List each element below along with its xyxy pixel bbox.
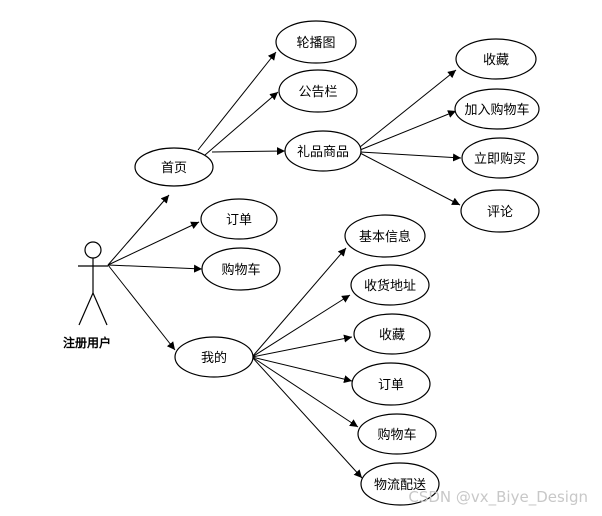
usecase-carousel: 轮播图 [275,20,357,64]
usecase-gift-goods: 礼品商品 [284,130,362,172]
usecase-basic-info-label: 基本信息 [359,229,411,245]
edge-gift-buynow [359,151,462,162]
edge-home-gift [211,147,286,156]
edge-gift-addcart [359,110,457,151]
actor-label: 注册用户 [63,335,111,350]
edge-actor-home [107,194,170,266]
usecase-bulletin: 公告栏 [278,69,358,113]
usecase-comment: 评论 [460,189,540,233]
edge-mine-address [251,294,351,358]
usecase-orders-mine-label: 订单 [378,378,404,393]
usecase-basic-info: 基本信息 [344,214,426,258]
edge-actor-mine [107,264,176,351]
edge-mine-logistics [251,356,363,479]
usecase-fav-mine-label: 收藏 [379,328,405,343]
usecase-logistics: 物流配送 [360,462,440,506]
edge-home-bulletin [204,91,279,156]
usecase-buy-now-label: 立即购买 [474,151,526,167]
usecase-buy-now: 立即购买 [461,137,539,179]
usecase-address-label: 收货地址 [364,278,416,294]
usecase-cart-mine: 购物车 [357,413,437,455]
edge-home-carousel [197,51,277,151]
usecase-address: 收货地址 [350,264,430,306]
usecase-carousel-label: 轮播图 [296,36,335,51]
edge-mine-cart [251,356,359,428]
edge-gift-comment [359,152,461,206]
watermark-text: CSDN @vx_Biye_Design [408,488,588,507]
edge-gift-fav [359,69,457,148]
usecase-comment-label: 评论 [487,205,513,220]
edge-mine-fav [251,334,353,358]
edge-mine-orders [251,356,353,384]
usecase-home: 首页 [134,147,214,187]
usecase-logistics-label: 物流配送 [374,478,426,493]
usecase-bulletin-label: 公告栏 [298,85,337,100]
usecase-mine-label: 我的 [201,350,227,366]
usecase-orders-label: 订单 [226,213,252,228]
usecase-fav-goods: 收藏 [455,38,537,80]
edge-actor-orders [107,221,200,266]
edge-mine-basicinfo [251,247,347,358]
usecase-gift-goods-label: 礼品商品 [297,144,349,160]
usecase-cart-mine-label: 购物车 [377,427,416,443]
actor-right-leg [92,292,108,326]
usecase-home-label: 首页 [161,161,187,176]
usecase-add-cart: 加入购物车 [454,88,540,130]
usecase-orders-mine: 订单 [351,362,431,406]
edge-actor-cart [107,264,203,273]
usecase-cart: 购物车 [201,247,281,291]
usecase-fav-goods-label: 收藏 [483,53,509,68]
actor-left-leg [78,292,94,326]
edges [107,51,462,479]
actor-registered-user: 注册用户 [63,241,111,350]
usecase-orders: 订单 [200,198,278,240]
actor-head [84,241,102,259]
usecase-fav-mine: 收藏 [353,313,431,355]
usecase-add-cart-label: 加入购物车 [464,102,529,118]
usecase-mine: 我的 [174,336,254,378]
usecase-cart-label: 购物车 [221,262,260,278]
